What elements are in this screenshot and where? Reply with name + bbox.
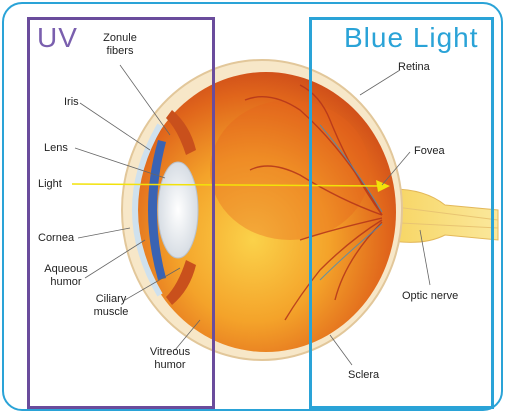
label-lens: Lens [44, 142, 68, 155]
label-fovea: Fovea [414, 145, 445, 158]
label-zonule-fibers: Zonule fibers [92, 32, 148, 58]
label-light: Light [38, 178, 62, 191]
label-iris: Iris [64, 96, 79, 109]
label-retina: Retina [398, 61, 430, 74]
label-optic-nerve: Optic nerve [402, 290, 458, 303]
label-aqueous-humor: Aqueous humor [36, 263, 96, 289]
label-sclera: Sclera [348, 369, 379, 382]
blue-light-region-box [309, 17, 494, 409]
blue-light-title: Blue Light [344, 22, 479, 54]
uv-title: UV [37, 22, 78, 54]
label-vitreous-humor: Vitreous humor [140, 346, 200, 372]
label-ciliary-muscle: Ciliary muscle [84, 293, 138, 319]
label-cornea: Cornea [38, 232, 74, 245]
